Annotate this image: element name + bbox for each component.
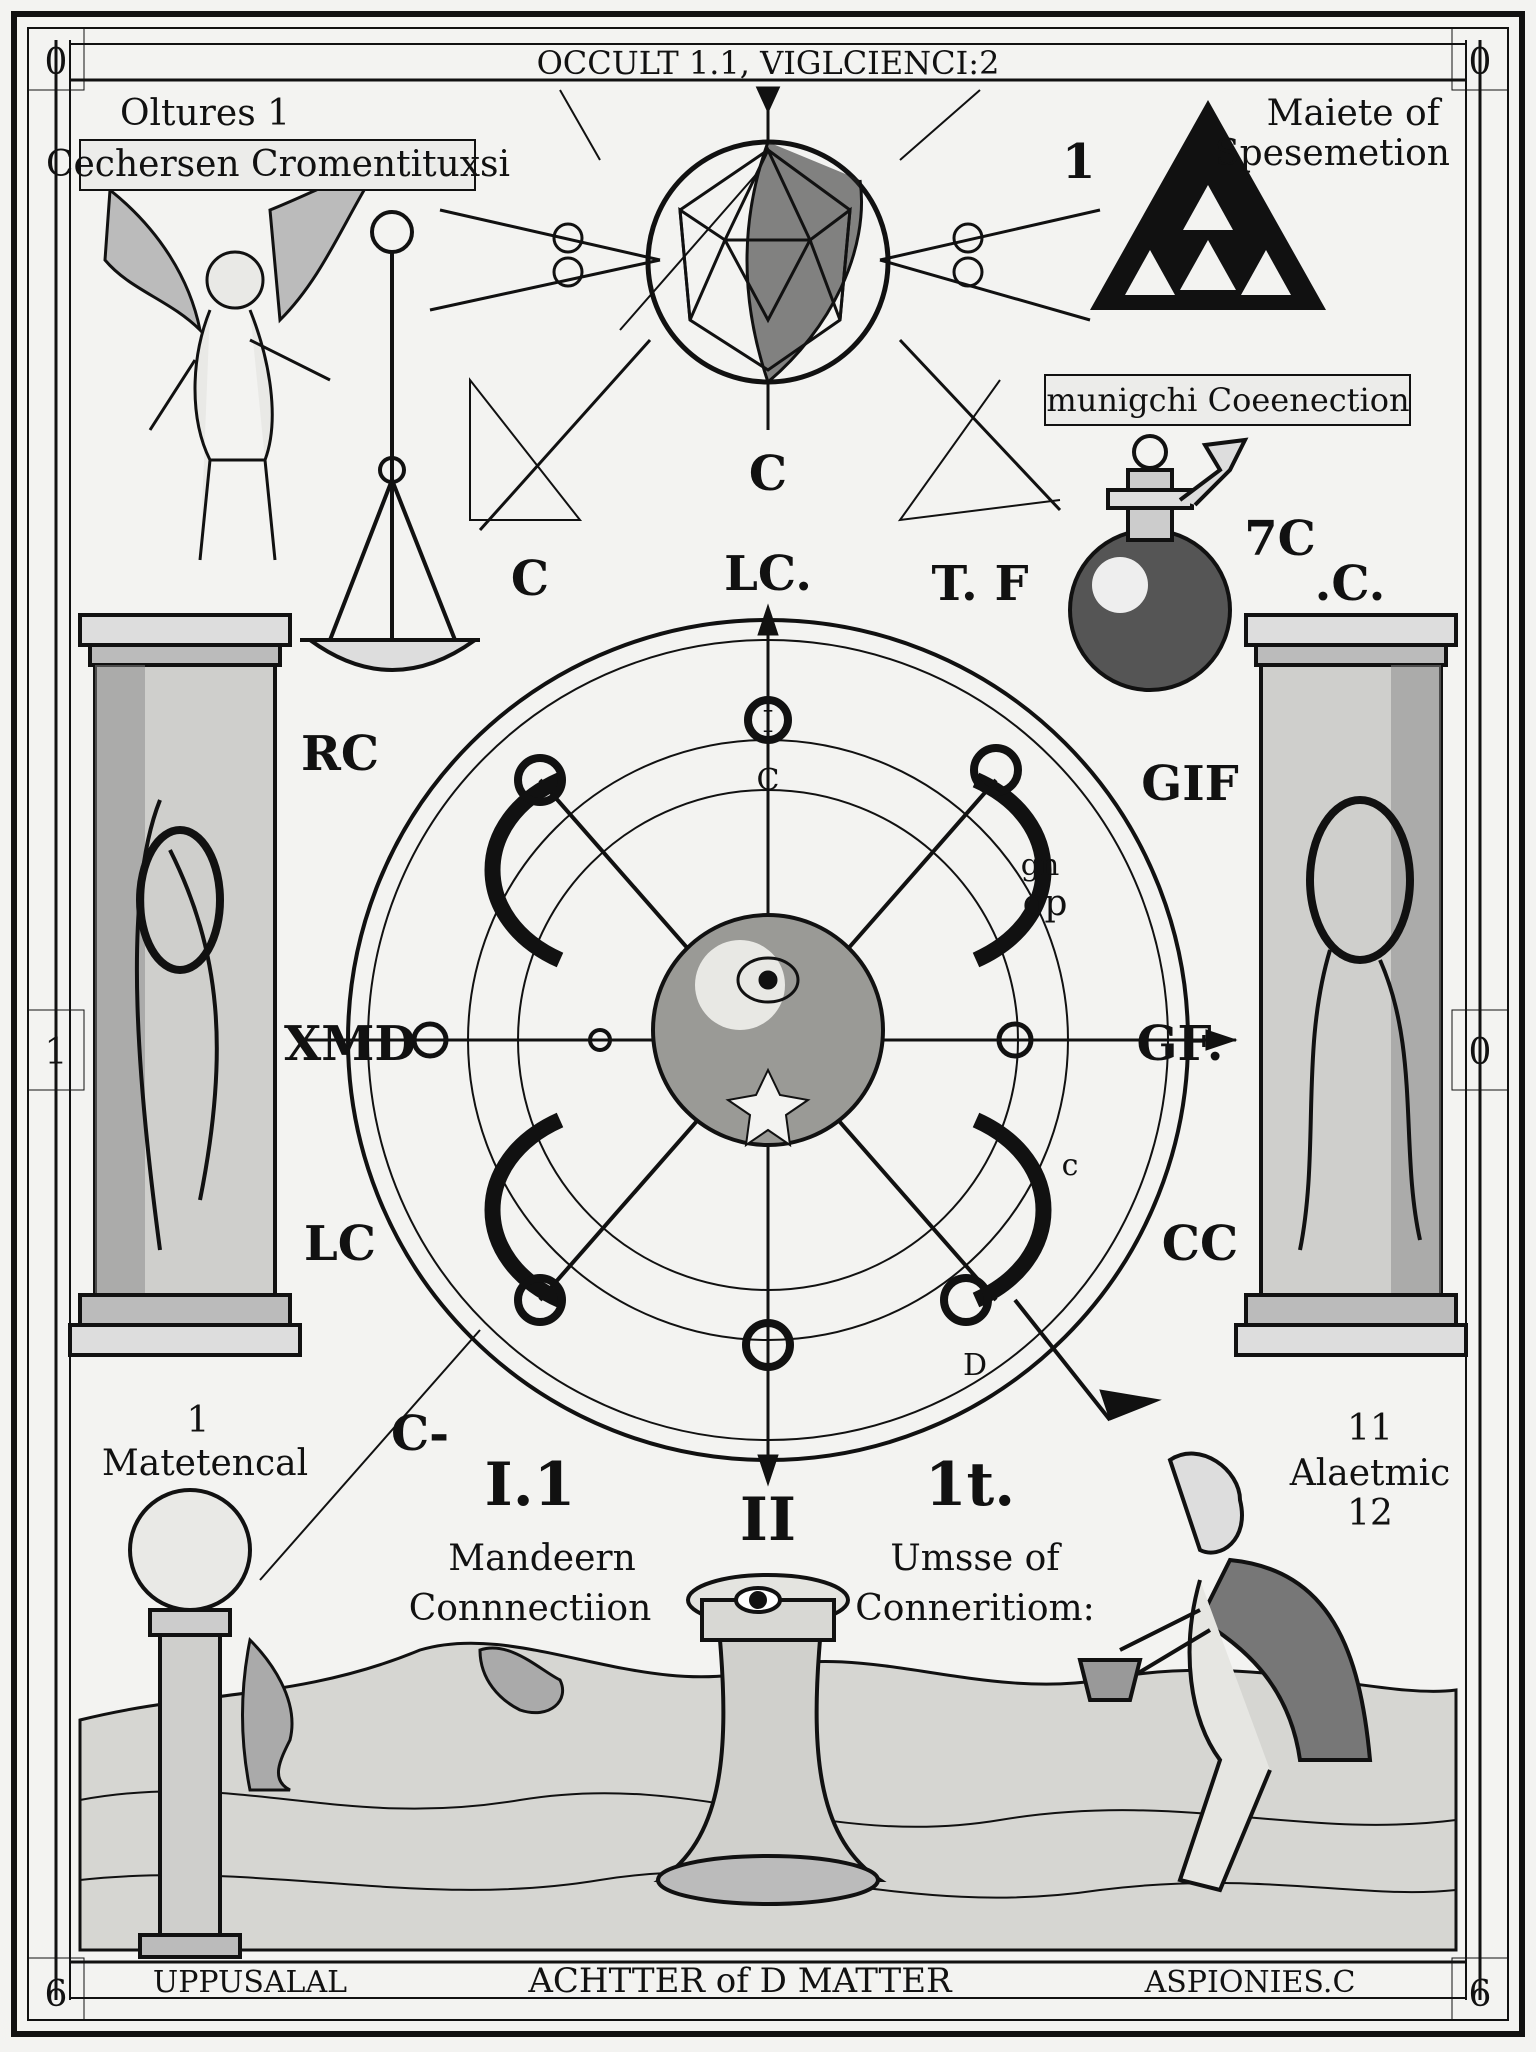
top-right-banner-box: [1044, 374, 1411, 426]
pillar-number: II: [740, 1485, 796, 1555]
right-op-mark: op: [1023, 883, 1068, 924]
right-cc-mark: CC: [1162, 1216, 1238, 1272]
right-c-small: c: [1062, 1148, 1079, 1183]
bottom-right-line2: Conneritiom:: [855, 1588, 1095, 1629]
number-one-top: 1: [1062, 134, 1095, 190]
dot-c-mark: .C.: [1315, 556, 1386, 612]
right-gn-mark: gn: [1021, 848, 1060, 883]
crystal-orb-pillar: [128, 1488, 252, 1959]
central-wheel: [259, 603, 1238, 1581]
top-right-caption: Maiete of: [1267, 93, 1443, 134]
side-mark-right: 0: [1469, 1032, 1492, 1073]
top-right-banner: munigchi Coeenection: [1046, 381, 1409, 419]
lc-top: LC.: [724, 546, 812, 602]
right-pillar: [1234, 613, 1468, 1357]
c-left-upper: C: [511, 551, 549, 607]
corner-mark-top-right: 0: [1469, 42, 1492, 83]
ring-top-i: I: [762, 705, 774, 740]
geodesic-sphere: [429, 86, 1101, 532]
bottom-left-number: 1: [187, 1400, 210, 1441]
bottom-left-label: Matetencal: [102, 1443, 308, 1484]
corner-mark-top-left: 0: [45, 42, 68, 83]
left-pillar: [68, 613, 302, 1357]
t-f-mark: T. F: [931, 556, 1028, 612]
kneeling-figure: [1077, 1451, 1373, 1893]
ring-top-c: C: [757, 763, 780, 798]
seven-c-mark: 7C: [1244, 511, 1316, 567]
bottom-center-line1: Mandeern: [448, 1538, 636, 1579]
right-gif-mark: GIF: [1141, 756, 1239, 812]
footer-right: ASPIONIES.C: [1144, 1965, 1356, 2000]
balance-scales-icon: [300, 210, 480, 672]
winged-angel-figure: [103, 175, 373, 561]
far-right-label: Alaetmic: [1289, 1453, 1451, 1494]
bottom-right-line1: Umsse of: [890, 1538, 1062, 1579]
left-rc-mark: RC: [301, 726, 379, 782]
triforce-triangle-icon: [1090, 100, 1326, 310]
right-gf-mark: GF.: [1137, 1016, 1224, 1072]
side-mark-left: 1: [45, 1032, 68, 1073]
eye-pedestal: [653, 1573, 887, 1906]
far-right-number: 11: [1347, 1408, 1393, 1449]
right-d-mark: D: [963, 1348, 987, 1383]
footer-left: UPPUSALAL: [153, 1965, 347, 2000]
ornamental-frame: [11, 11, 1525, 2037]
small-creatures: [241, 1636, 565, 1792]
left-lc-mark: LC: [304, 1216, 376, 1272]
top-left-banner-box: [79, 139, 476, 191]
footer-center: ACHTTER of D MATTER: [527, 1961, 953, 2001]
c-dash-mark: C-: [391, 1406, 449, 1462]
corner-mark-bottom-left: 6: [45, 1974, 68, 2015]
bottom-right-number: 1t.: [925, 1450, 1015, 1520]
bottom-center-number: I.1: [485, 1450, 576, 1520]
c-below-sphere: C: [749, 446, 787, 502]
labels: Oltures 1 Cechersen Cromentituxsi Maiete…: [46, 93, 1450, 2001]
bottom-center-line2: Connnectiion: [409, 1588, 652, 1629]
corner-mark-bottom-right: 6: [1469, 1974, 1492, 2015]
top-left-caption: Oltures 1: [120, 93, 290, 134]
top-left-banner: Cechersen Cromentituxsi: [46, 144, 510, 185]
far-right-number-2: 12: [1347, 1493, 1393, 1534]
alchemy-flask-icon: [1068, 434, 1249, 692]
top-right-caption-2: Spesemetion: [1215, 133, 1450, 174]
left-xmd-mark: XMD: [284, 1016, 416, 1072]
page-title: OCCULT 1.1, VIGLCIENCI:2: [537, 44, 1000, 82]
